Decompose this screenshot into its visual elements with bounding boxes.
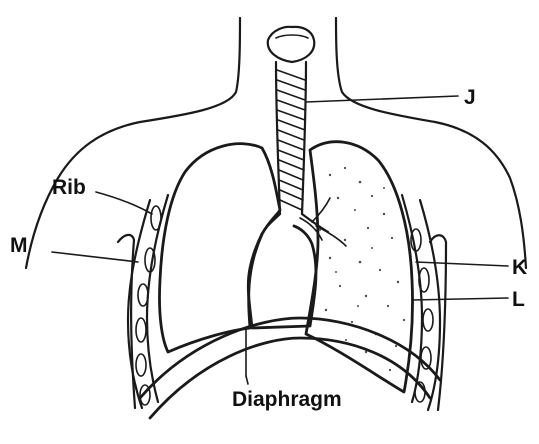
trachea xyxy=(276,62,306,214)
larynx xyxy=(268,27,314,62)
left-lung xyxy=(159,144,280,352)
label-l: L xyxy=(512,288,525,311)
heart xyxy=(246,226,316,376)
bronchi xyxy=(262,198,346,246)
label-j: J xyxy=(464,86,476,109)
label-m: M xyxy=(10,234,28,257)
right-lung xyxy=(306,142,413,392)
label-rib: Rib xyxy=(52,176,86,199)
label-k: K xyxy=(512,256,527,279)
label-diaphragm: Diaphragm xyxy=(232,388,342,411)
